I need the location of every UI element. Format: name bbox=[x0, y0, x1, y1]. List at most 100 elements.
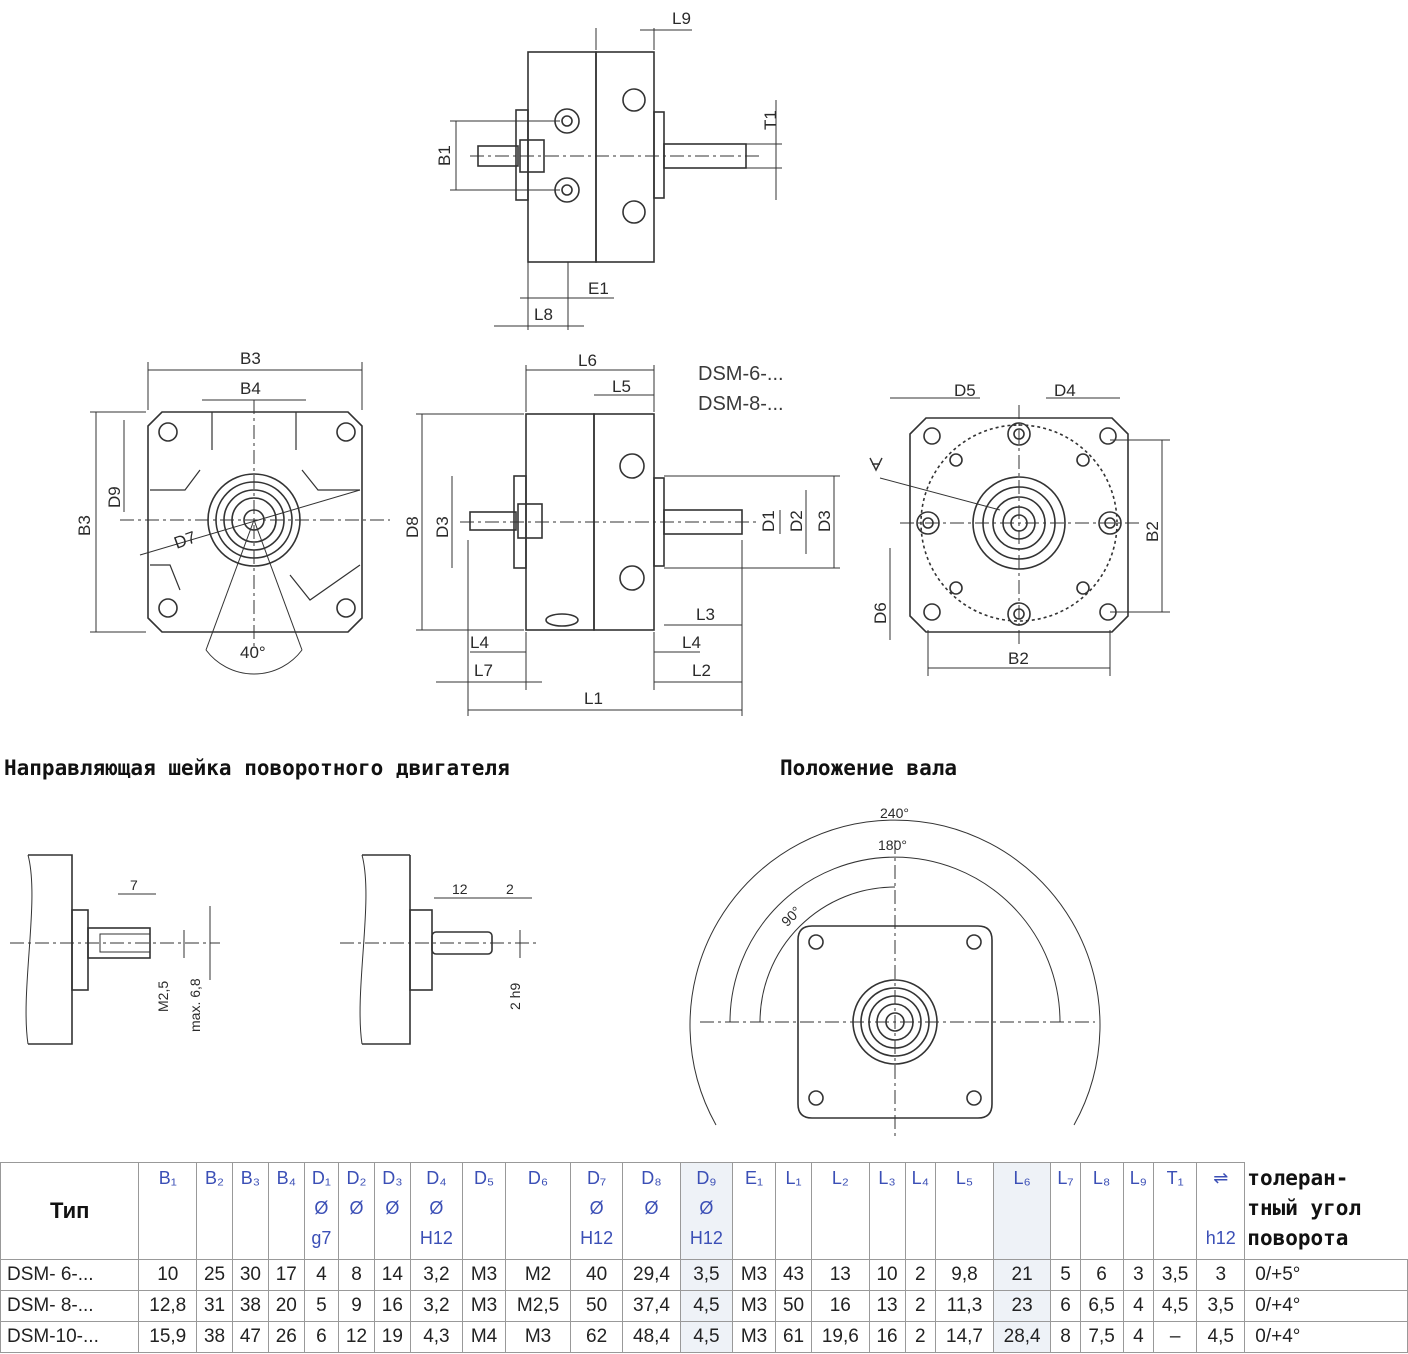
table-cell: 3 bbox=[1196, 1259, 1246, 1291]
table-cell: 14,7 bbox=[935, 1321, 994, 1353]
table-cell: 38 bbox=[196, 1321, 233, 1353]
column-header-name: D₄ bbox=[426, 1168, 447, 1188]
column-header-name: D₈ bbox=[641, 1168, 662, 1188]
model-note-dsm8: DSM-8-... bbox=[698, 393, 784, 415]
column-header-sub bbox=[508, 1223, 568, 1253]
label-l7: L7 bbox=[474, 661, 493, 680]
label-l3: L3 bbox=[696, 605, 715, 624]
column-header-sub: h12 bbox=[1205, 1228, 1236, 1248]
column-header-sub bbox=[271, 1223, 302, 1253]
label-max-68: max. 6,8 bbox=[187, 978, 203, 1032]
table-cell: 3,2 bbox=[409, 1290, 464, 1322]
column-header-sub bbox=[1083, 1193, 1121, 1223]
column-header-name: L₉ bbox=[1129, 1168, 1147, 1188]
tolerance-cell: 0/+4° bbox=[1244, 1290, 1408, 1322]
table-cell: 3,2 bbox=[409, 1259, 464, 1291]
table-cell: M3 bbox=[462, 1290, 507, 1322]
table-cell: 2 bbox=[904, 1290, 937, 1322]
column-header-type: Тип bbox=[0, 1162, 140, 1260]
label-e1: E1 bbox=[588, 279, 609, 298]
column-header: B₃ bbox=[231, 1162, 269, 1260]
column-header: B₄ bbox=[267, 1162, 305, 1260]
table-cell: 6 bbox=[303, 1321, 340, 1353]
table-cell: 3,5 bbox=[1153, 1259, 1198, 1291]
table-cell: 11,3 bbox=[935, 1290, 994, 1322]
table-cell: 37,4 bbox=[622, 1290, 681, 1322]
column-header-sub bbox=[1083, 1223, 1121, 1253]
column-header-sub: Ø bbox=[314, 1198, 329, 1218]
column-header-sub bbox=[1053, 1223, 1077, 1253]
table-cell: M4 bbox=[462, 1321, 507, 1353]
table-cell: 4,3 bbox=[409, 1321, 464, 1353]
label-l2: L2 bbox=[692, 661, 711, 680]
label-2h9: 2 h9 bbox=[507, 983, 523, 1010]
rear-view: D5 D4 B2 B2 D6 bbox=[869, 381, 1170, 676]
table-cell: 16 bbox=[868, 1321, 906, 1353]
table-cell: M3 bbox=[732, 1259, 777, 1291]
column-header: T₁ bbox=[1153, 1162, 1198, 1260]
column-header: D₅ bbox=[462, 1162, 507, 1260]
table-cell: 29,4 bbox=[622, 1259, 681, 1291]
table-cell: M3 bbox=[462, 1259, 507, 1291]
table-cell: 7,5 bbox=[1079, 1321, 1124, 1353]
column-header-sub bbox=[377, 1223, 408, 1253]
table-cell: M3 bbox=[732, 1321, 777, 1353]
label-dim-2: 2 bbox=[506, 881, 514, 897]
label-d8: D8 bbox=[403, 516, 422, 538]
column-header: D₆ bbox=[505, 1162, 571, 1260]
table-cell: 5 bbox=[1050, 1259, 1081, 1291]
table-cell: M3 bbox=[732, 1290, 777, 1322]
table-cell: 3,5 bbox=[679, 1259, 734, 1291]
table-cell: M2,5 bbox=[505, 1290, 571, 1322]
top-view: L9 T1 B1 E1 L8 bbox=[435, 9, 782, 330]
column-header-name: B₁ bbox=[158, 1168, 177, 1188]
column-header-name: L₄ bbox=[911, 1168, 930, 1188]
table-cell: 21 bbox=[992, 1259, 1052, 1291]
label-b2-side: B2 bbox=[1143, 521, 1162, 542]
tolerance-cell: 0/+5° bbox=[1244, 1259, 1408, 1291]
column-header-sub bbox=[199, 1193, 230, 1223]
column-header: L₂ bbox=[811, 1162, 870, 1260]
column-header-name: D₇ bbox=[586, 1168, 607, 1188]
column-header: L₈ bbox=[1079, 1162, 1124, 1260]
column-header: B₁ bbox=[138, 1162, 198, 1260]
column-header: L₄ bbox=[904, 1162, 937, 1260]
column-header-sub: Ø bbox=[644, 1198, 659, 1218]
label-b4: B4 bbox=[240, 379, 261, 398]
column-header-sub bbox=[872, 1193, 903, 1223]
column-header-sub: Ø bbox=[699, 1198, 714, 1218]
front-view: B3 B4 B3 D9 D7 40° bbox=[75, 349, 390, 675]
column-header-sub bbox=[872, 1223, 903, 1253]
label-m25: M2,5 bbox=[155, 981, 171, 1012]
table-cell: 14 bbox=[373, 1259, 411, 1291]
column-header-sub bbox=[1199, 1193, 1242, 1223]
column-header-sub bbox=[938, 1193, 991, 1223]
table-cell: 61 bbox=[775, 1321, 812, 1353]
label-l8: L8 bbox=[534, 305, 553, 324]
column-header-sub: H12 bbox=[419, 1228, 453, 1248]
type-cell: DSM-10-... bbox=[0, 1321, 140, 1353]
table-cell: 16 bbox=[811, 1290, 870, 1322]
column-header-sub bbox=[996, 1193, 1049, 1223]
label-d9: D9 bbox=[105, 486, 124, 508]
table-cell: 15,9 bbox=[138, 1321, 198, 1353]
label-l4-left: L4 bbox=[470, 633, 489, 652]
label-d6: D6 bbox=[871, 602, 890, 624]
table-cell: 23 bbox=[992, 1290, 1052, 1322]
label-d5: D5 bbox=[954, 381, 976, 400]
label-240: 240° bbox=[880, 805, 909, 821]
column-header-name: D₁ bbox=[311, 1168, 331, 1188]
column-header-name: L₆ bbox=[1013, 1168, 1031, 1188]
engineering-drawings: L9 T1 B1 E1 L8 B3 B4 B3 D9 D7 40° bbox=[10, 9, 1170, 1140]
table-cell: 3 bbox=[1122, 1259, 1155, 1291]
label-dim-7: 7 bbox=[130, 877, 138, 893]
table-cell: 50 bbox=[569, 1290, 624, 1322]
table-cell: 10 bbox=[868, 1259, 906, 1291]
column-header-sub bbox=[908, 1193, 934, 1223]
